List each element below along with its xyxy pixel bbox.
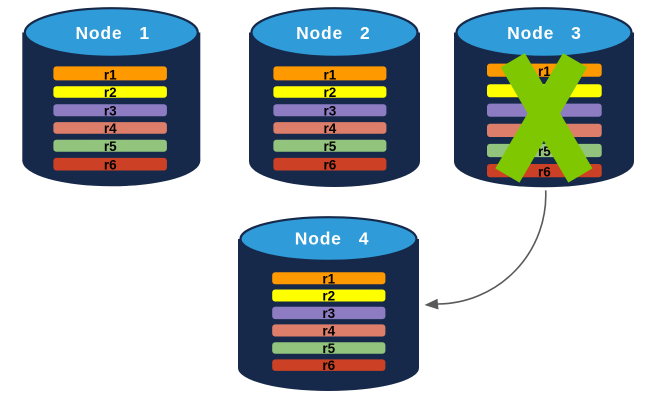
svg-text:r4: r4 <box>324 121 337 136</box>
svg-text:r5: r5 <box>538 144 551 159</box>
svg-text:r5: r5 <box>322 341 335 356</box>
svg-text:r2: r2 <box>324 85 337 100</box>
svg-text:r1: r1 <box>104 68 117 83</box>
svg-text:Node 4: Node 4 <box>295 228 369 248</box>
svg-text:Node 1: Node 1 <box>75 23 149 43</box>
svg-text:r6: r6 <box>538 164 551 179</box>
svg-text:Node 3: Node 3 <box>507 23 581 43</box>
svg-text:r2: r2 <box>104 85 117 100</box>
svg-text:r5: r5 <box>104 139 117 154</box>
svg-text:r4: r4 <box>104 121 117 136</box>
svg-text:Node 2: Node 2 <box>296 23 370 43</box>
svg-text:r6: r6 <box>104 158 117 173</box>
svg-text:r6: r6 <box>322 358 335 373</box>
svg-text:r3: r3 <box>322 306 335 321</box>
svg-text:r4: r4 <box>322 324 335 339</box>
svg-text:r2: r2 <box>322 289 335 304</box>
svg-text:r1: r1 <box>322 271 335 286</box>
svg-text:r1: r1 <box>324 68 337 83</box>
svg-text:r3: r3 <box>324 103 337 118</box>
svg-text:r6: r6 <box>324 158 337 173</box>
svg-text:r5: r5 <box>324 139 337 154</box>
svg-text:r1: r1 <box>538 64 551 79</box>
svg-text:r3: r3 <box>104 103 117 118</box>
